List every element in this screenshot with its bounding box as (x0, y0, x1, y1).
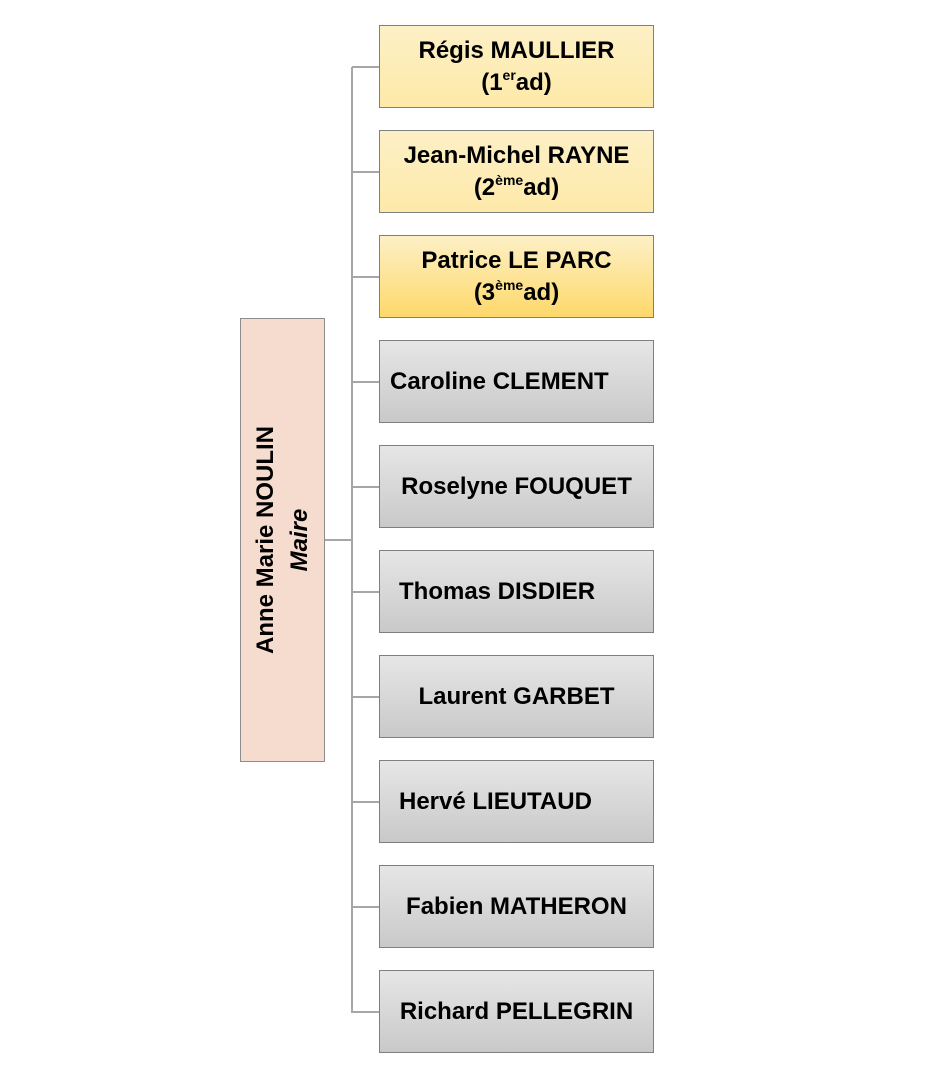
member-box: Hervé LIEUTAUD (379, 760, 654, 843)
member-name: Thomas DISDIER (399, 577, 596, 605)
member-name: Hervé LIEUTAUD (399, 787, 592, 815)
adjoint-box-2: Jean-Michel RAYNE (2èmead) (379, 130, 654, 213)
adjoint-name: Jean-Michel RAYNE (403, 141, 630, 169)
adjoint-box-1: Régis MAULLIER (1erad) (379, 25, 654, 108)
connector-mayor (324, 539, 352, 541)
member-name: Caroline CLEMENT (390, 367, 609, 395)
connector (352, 591, 379, 593)
connector (352, 171, 379, 173)
member-box: Richard PELLEGRIN (379, 970, 654, 1053)
member-name: Laurent GARBET (418, 682, 615, 710)
member-box: Caroline CLEMENT (379, 340, 654, 423)
connector (352, 381, 379, 383)
adjoint-name: Régis MAULLIER (418, 36, 615, 64)
member-name: Fabien MATHERON (406, 892, 627, 920)
connector (352, 276, 379, 278)
connector (352, 696, 379, 698)
connector (352, 906, 379, 908)
connector (352, 486, 379, 488)
mayor-name: Anne Marie NOULIN (251, 425, 279, 655)
connector (352, 66, 379, 68)
mayor-role: Maire (285, 508, 313, 572)
adjoint-rank: (1erad) (481, 66, 552, 96)
connector (352, 1011, 379, 1013)
member-box: Roselyne FOUQUET (379, 445, 654, 528)
adjoint-box-3: Patrice LE PARC (3èmead) (379, 235, 654, 318)
adjoint-rank: (3èmead) (473, 276, 560, 306)
member-name: Roselyne FOUQUET (401, 472, 632, 500)
mayor-box: Anne Marie NOULIN Maire (240, 318, 325, 762)
adjoint-rank: (2èmead) (473, 171, 560, 201)
member-box: Thomas DISDIER (379, 550, 654, 633)
member-name: Richard PELLEGRIN (399, 997, 634, 1025)
adjoint-name: Patrice LE PARC (421, 246, 612, 274)
member-box: Fabien MATHERON (379, 865, 654, 948)
member-box: Laurent GARBET (379, 655, 654, 738)
connector-trunk (351, 67, 353, 1013)
connector (352, 801, 379, 803)
